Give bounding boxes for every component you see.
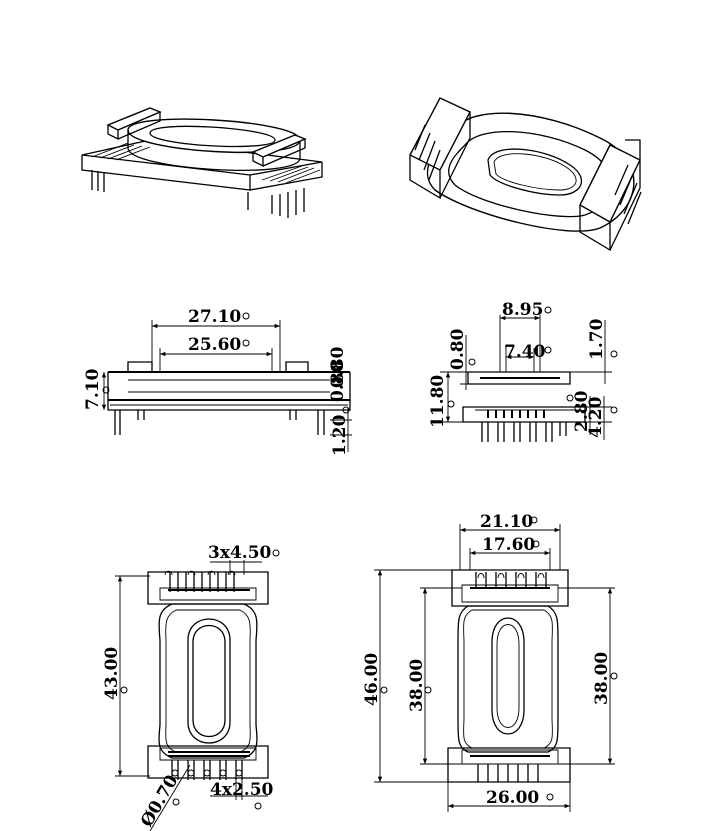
top-right-dim-base-width: 26.00 (486, 788, 539, 808)
end-dim-top-left: 0.80 (448, 328, 468, 370)
top-left-dim-pitch-top: 3x4.50 (208, 543, 272, 563)
side-dim-flange: 0.80 (328, 346, 348, 388)
end-dim-height: 11.80 (428, 375, 448, 428)
side-dim-pin: 1.20 (330, 414, 350, 456)
top-right-dim-body-left: 38.00 (407, 659, 427, 712)
side-dim-base-visible: 0.80 (328, 360, 348, 402)
end-dim-top-width: 8.95 (502, 300, 543, 320)
top-left-dim-length: 43.00 (102, 647, 122, 700)
top-view-right: 21.10 17.60 46.00 38.00 38.00 26.00 (362, 512, 618, 812)
top-right-dim-overall-length: 46.00 (362, 653, 382, 706)
end-dim-base-b: 4.20 (586, 396, 606, 438)
top-right-dim-inner-width: 17.60 (482, 535, 535, 555)
end-view: 8.95 7.40 0.80 1.70 11.80 2.80 4.20 (428, 300, 618, 442)
end-dim-inner-width: 7.40 (504, 342, 546, 362)
side-view: 27.10 25.60 7.10 0.80 0.80 0.80 1.20 (83, 307, 352, 456)
end-dim-base-a: 2.80 (572, 390, 592, 432)
top-right-dim-body-right: 38.00 (592, 652, 612, 705)
top-right-dim-outer-width: 21.10 (480, 512, 533, 532)
top-left-dim-pitch-bottom: 4x2.50 (210, 780, 274, 800)
top-view-left: 3x4.50 43.00 Ø0.70 4x2.50 (102, 543, 280, 831)
isometric-view-right (409, 97, 642, 252)
side-dim-height: 7.10 (83, 368, 103, 410)
top-left-dim-pin-diameter: Ø0.70 (137, 772, 183, 831)
isometric-view-left (81, 107, 323, 218)
end-dim-top-right: 1.70 (587, 318, 607, 360)
side-dim-overall-length: 27.10 (188, 307, 241, 327)
side-dim-inner-length: 25.60 (188, 335, 241, 355)
